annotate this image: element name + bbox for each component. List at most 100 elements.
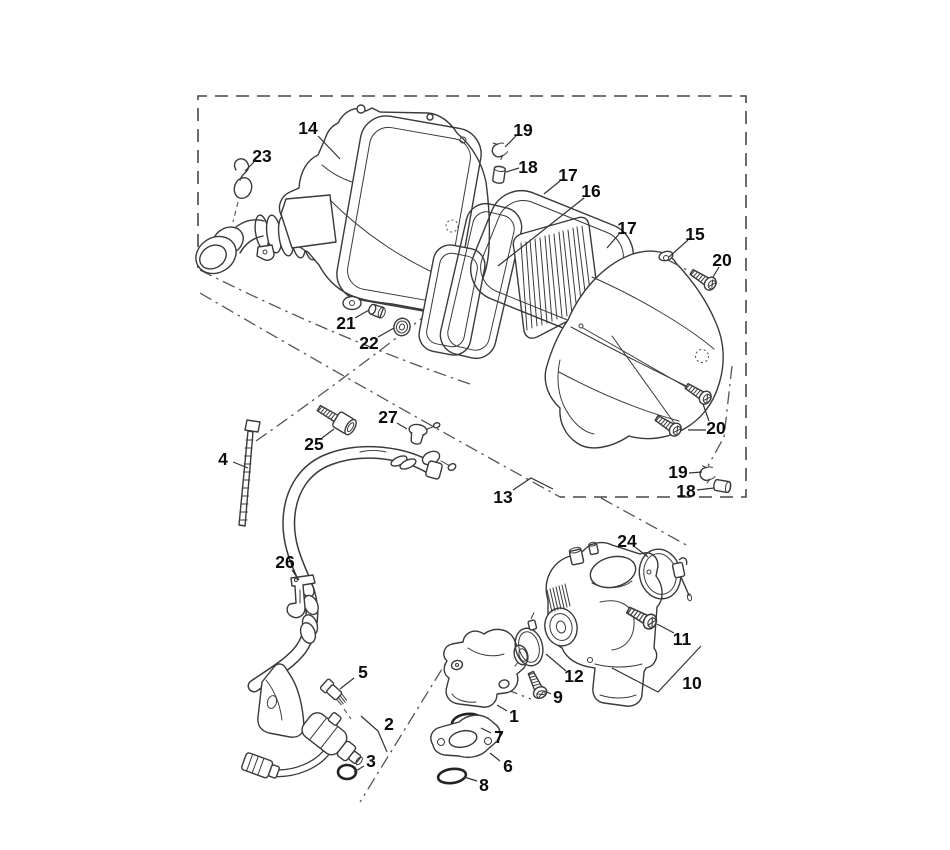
leader-lines-shape [512, 477, 554, 491]
leader-lines-shape [504, 135, 517, 148]
clamp-clip-part-19-top-shape [488, 138, 510, 163]
air-cleaner-case-part-14-shape [336, 115, 482, 313]
leader-lines-shape [497, 197, 585, 267]
wire-clip-part-23 [232, 158, 253, 223]
band-clamp-part-24-shape [686, 593, 693, 602]
assembly-boundary-box-shape [199, 292, 561, 498]
cap-part-18-bottom [712, 478, 733, 494]
air-hose-assembly-group-13-shape [440, 460, 451, 467]
air-cleaner-case-part-14-shape [356, 104, 366, 114]
air-cleaner-case-part-14-shape [280, 194, 337, 249]
intake-manifold-part-1-shape [518, 648, 528, 662]
air-cleaner-cover-part-15-shape [578, 323, 584, 329]
callout-18-bottom: 18 [676, 481, 696, 501]
callout-19-bottom: 19 [668, 462, 688, 482]
callout-17-right: 17 [617, 218, 636, 238]
grommet-part-22-shape [398, 323, 406, 331]
callout-3: 3 [366, 751, 376, 771]
bolt-part-25-shape [317, 406, 336, 420]
gasket-part-6-shape [430, 714, 501, 759]
leader-lines-shape [463, 776, 478, 782]
air-hose-assembly-group-13-shape [399, 458, 417, 470]
callout-7: 7 [494, 727, 504, 747]
leader-lines [232, 135, 720, 782]
throttle-body-part-10-shape [588, 541, 599, 556]
valve-assembly-group-2-shape-shape [309, 718, 338, 749]
callout-13: 13 [493, 487, 513, 507]
sensor-part-5-shape [326, 684, 343, 701]
leader-lines-shape [712, 266, 720, 278]
leader-lines-shape [543, 180, 561, 195]
callout-4: 4 [218, 449, 228, 469]
clamp-clip-part-19-bottom [697, 462, 717, 485]
callout-6: 6 [503, 756, 513, 776]
air-cleaner-case-part-14-shape [426, 113, 434, 121]
cable-tie-part-4-shape [238, 430, 254, 527]
leader-lines-shape [656, 623, 675, 634]
air-cleaner-cover-part-15-shape [707, 365, 733, 467]
throttle-body-part-10-shape [599, 600, 635, 651]
seal-frame-part-17-left-shape [418, 244, 486, 356]
leader-lines-shape [489, 752, 501, 762]
intake-manifold-part-1-shape [450, 659, 464, 671]
screw-part-9-shape [523, 669, 550, 702]
valve-assembly-group-2-shape-shape [327, 712, 342, 726]
spacer-part-21 [368, 303, 386, 319]
element-frame-part-16-shape [447, 211, 515, 351]
spacer-part-21-shape [377, 306, 386, 319]
grommet-part-22 [393, 317, 411, 337]
intake-snorkel-duct-shape [199, 244, 227, 270]
filter-element-shape [520, 225, 593, 331]
hose-bracket-part-26-shape [286, 574, 316, 619]
assembly-boundary-box-shape [600, 497, 691, 548]
air-cleaner-case-part-14-shape [349, 300, 355, 306]
leader-lines-shape [317, 135, 341, 160]
leader-lines-shape [505, 167, 520, 173]
leader-lines-shape [354, 309, 370, 319]
air-hose-assembly-group-13-shape [299, 622, 317, 644]
o-ring-part-8 [436, 767, 468, 785]
gasket-part-6-shape [437, 738, 445, 746]
leader-lines-shape [244, 161, 255, 172]
callout-19-top: 19 [513, 120, 533, 140]
air-cleaner-cover-part-15-shape [557, 359, 595, 435]
leader-lines-shape [634, 546, 649, 558]
callout-25: 25 [304, 434, 324, 454]
air-cleaner-case-part-14-shape-shape [336, 115, 482, 313]
assembly-boundary-box-shape [199, 269, 471, 385]
band-clamp-part-24-shape [678, 557, 690, 597]
callout-2: 2 [384, 714, 394, 734]
throttle-body-part-10-shape-shape [568, 548, 585, 566]
callout-21: 21 [336, 313, 356, 333]
leader-lines-shape [360, 715, 388, 753]
leader-lines-shape [496, 704, 508, 712]
air-cleaner-case-part-14-shape-shape [347, 126, 471, 302]
air-hose-assembly-group-13-shape [359, 450, 387, 453]
band-clamp-part-12-shape [518, 631, 540, 663]
leader-lines-shape [544, 690, 552, 695]
sensor-part-5-shape [336, 693, 348, 706]
callout-26: 26 [275, 552, 295, 572]
clip-part-27-shape [410, 431, 425, 445]
bolt-part-25 [316, 404, 357, 436]
throttle-body-part-10-shape [587, 657, 593, 663]
air-cleaner-case-part-14-shape [342, 295, 362, 311]
callout-8: 8 [479, 775, 489, 795]
intake-snorkel-duct-shape [195, 235, 237, 275]
air-hose-assembly-group-13-shape [447, 463, 457, 471]
throttle-body-part-10-shape [546, 583, 571, 613]
throttle-body-part-10-shape-shape [588, 542, 599, 556]
callout-20-bottom: 20 [706, 418, 726, 438]
leader-lines-shape [688, 403, 710, 431]
callout-14: 14 [298, 118, 318, 138]
hose-bracket-part-26-shape [294, 578, 298, 582]
leader-lines-shape [377, 327, 395, 338]
callout-24: 24 [617, 531, 637, 551]
callout-22: 22 [359, 333, 379, 353]
leader-lines-shape [696, 487, 715, 491]
air-hose-assembly-group-13-shape-shape [425, 460, 443, 480]
cable-tie-part-4 [238, 419, 261, 527]
air-hose-assembly-group-13-shape [249, 447, 437, 691]
leader-lines-shape [668, 239, 689, 258]
